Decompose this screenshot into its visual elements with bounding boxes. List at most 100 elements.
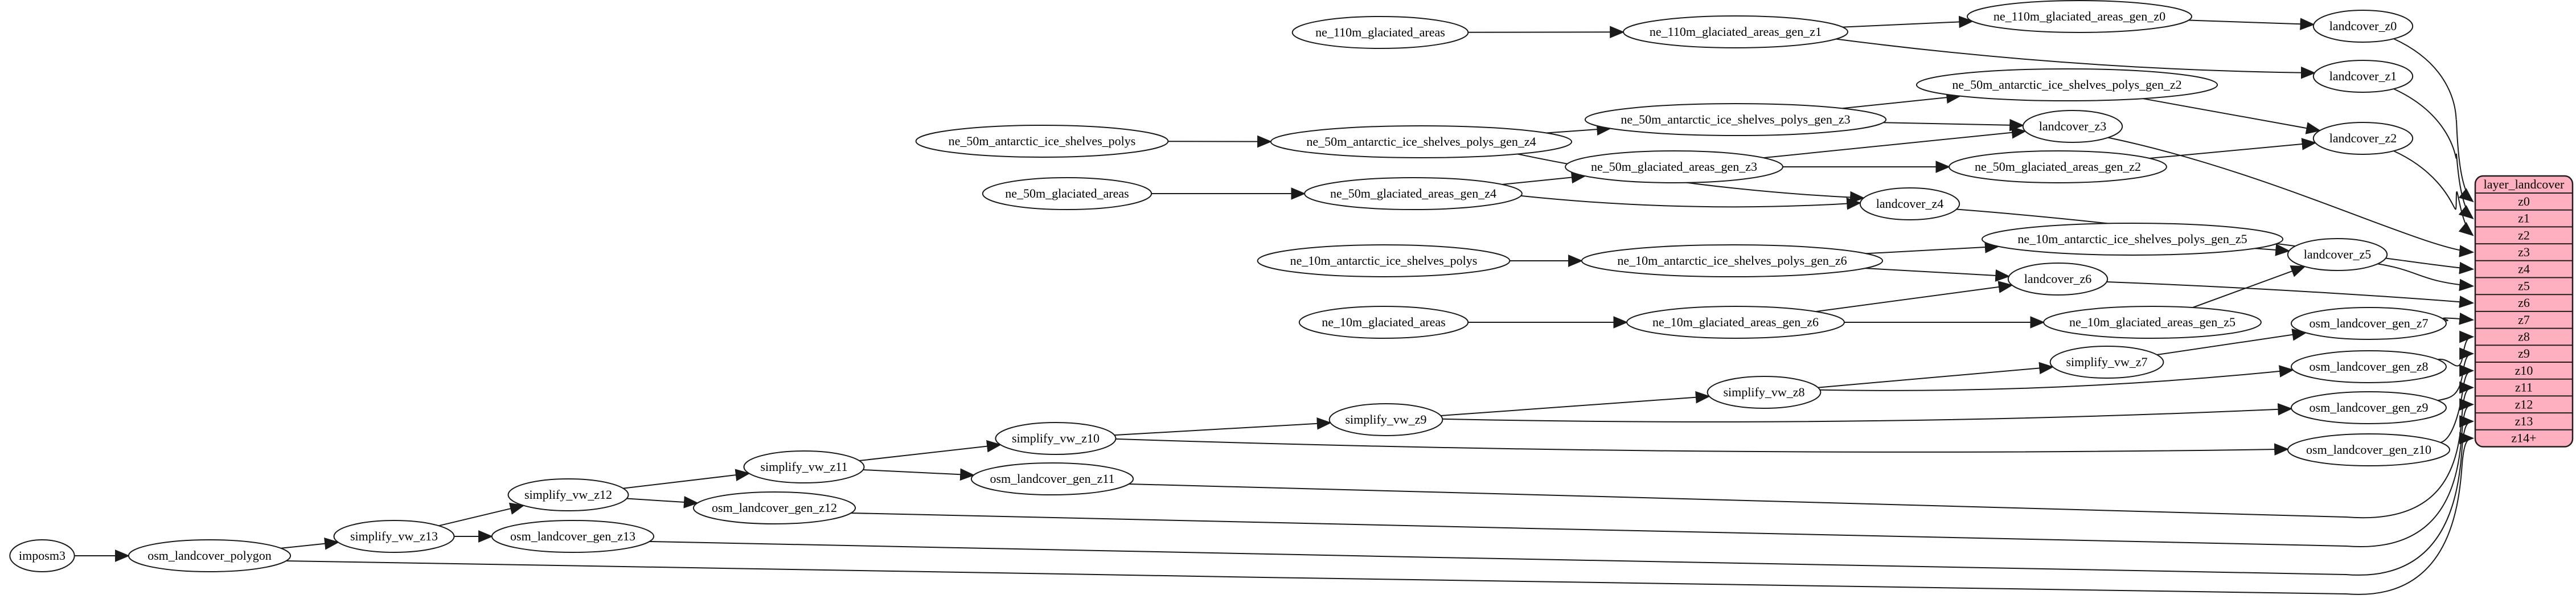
edge-simplify_vw_z10-to-osm_landcover_gen_z10	[1115, 438, 2290, 456]
graph-node-osm_landcover_gen_z13: osm_landcover_gen_z13	[491, 520, 655, 553]
node-label-simplify_vw_z12: simplify_vw_z12	[524, 487, 612, 502]
edge-ne_110m_glaciated_areas_gen_z0-to-landcover_z0	[2188, 18, 2315, 31]
node-label-osm_landcover_gen_z7: osm_landcover_gen_z7	[2310, 316, 2429, 330]
graph-node-osm_landcover_polygon: osm_landcover_polygon	[128, 539, 292, 572]
node-ellipse-osm_landcover_gen_z12	[692, 491, 856, 524]
node-label-ne_50m_antarctic_ice_shelves_polys_gen_z4: ne_50m_antarctic_ice_shelves_polys_gen_z…	[1306, 134, 1536, 149]
node-label-ne_10m_antarctic_ice_shelves_polys_gen_z6: ne_10m_antarctic_ice_shelves_polys_gen_z…	[1617, 253, 1847, 268]
node-ellipse-ne_10m_antarctic_ice_shelves_polys_gen_z5	[1981, 223, 2284, 256]
graph-node-simplify_vw_z7: simplify_vw_z7	[2049, 346, 2164, 379]
node-label-ne_10m_glaciated_areas: ne_10m_glaciated_areas	[1322, 315, 1445, 329]
graph-node-ne_50m_antarctic_ice_shelves_polys_gen_z3: ne_50m_antarctic_ice_shelves_polys_gen_z…	[1584, 103, 1887, 136]
graph-node-landcover_z3: landcover_z3	[2022, 110, 2123, 143]
edge-landcover_z6-to-z6	[2106, 281, 2475, 308]
table-row-z13: z13	[2515, 414, 2533, 428]
node-ellipse-simplify_vw_z7	[2049, 346, 2164, 379]
node-label-landcover_z0: landcover_z0	[2329, 19, 2397, 33]
node-label-ne_50m_antarctic_ice_shelves_polys: ne_50m_antarctic_ice_shelves_polys	[949, 134, 1136, 148]
node-label-landcover_z4: landcover_z4	[1876, 196, 1944, 211]
edge-ne_50m_glaciated_areas_gen_z3-to-landcover_z3	[1763, 126, 2027, 159]
graph-node-ne_50m_glaciated_areas_gen_z2: ne_50m_glaciated_areas_gen_z2	[1949, 150, 2167, 183]
node-label-ne_110m_glaciated_areas_gen_z1: ne_110m_glaciated_areas_gen_z1	[1650, 24, 1822, 39]
graph-node-ne_110m_glaciated_areas_gen_z0: ne_110m_glaciated_areas_gen_z0	[1967, 0, 2192, 33]
edge-simplify_vw_z7-to-osm_landcover_gen_z7	[2156, 329, 2307, 355]
node-ellipse-simplify_vw_z13	[333, 520, 455, 553]
node-ellipse-simplify_vw_z12	[507, 478, 629, 511]
node-ellipse-landcover_z3	[2022, 110, 2123, 143]
edge-landcover_z2-to-z2	[2393, 150, 2474, 236]
edge-ne_10m_glaciated_areas_gen_z6-to-landcover_z6	[1815, 281, 2013, 313]
edge-ne_50m_antarctic_ice_shelves_polys_gen_z2-to-landcover_z2	[2143, 98, 2321, 134]
edge-simplify_vw_z10-to-simplify_vw_z9	[1114, 417, 1332, 436]
edge-simplify_vw_z13-to-simplify_vw_z12	[438, 502, 525, 527]
graph-node-imposm3: imposm3	[9, 539, 75, 572]
node-ellipse-osm_landcover_gen_z8	[2291, 350, 2447, 383]
node-label-ne_10m_glaciated_areas_gen_z5: ne_10m_glaciated_areas_gen_z5	[2069, 315, 2235, 329]
table-row-z3: z3	[2518, 245, 2530, 259]
graph-node-ne_50m_antarctic_ice_shelves_polys_gen_z4: ne_50m_antarctic_ice_shelves_polys_gen_z…	[1270, 125, 1573, 158]
graph-node-landcover_z6: landcover_z6	[2007, 263, 2109, 296]
node-label-ne_50m_glaciated_areas_gen_z2: ne_50m_glaciated_areas_gen_z2	[1975, 159, 2141, 174]
node-ellipse-ne_110m_glaciated_areas_gen_z0	[1967, 0, 2192, 33]
node-label-ne_10m_glaciated_areas_gen_z6: ne_10m_glaciated_areas_gen_z6	[1652, 315, 1819, 329]
graph-node-ne_10m_antarctic_ice_shelves_polys_gen_z6: ne_10m_antarctic_ice_shelves_polys_gen_z…	[1581, 244, 1884, 277]
graph-node-ne_50m_glaciated_areas: ne_50m_glaciated_areas	[982, 177, 1152, 210]
table-row-z11: z11	[2515, 380, 2533, 395]
edge-landcover_z4-to-z4	[1956, 208, 2475, 274]
table-row-z5: z5	[2518, 278, 2530, 293]
node-ellipse-ne_50m_glaciated_areas_gen_z4	[1304, 177, 1523, 210]
node-label-ne_50m_glaciated_areas: ne_50m_glaciated_areas	[1005, 186, 1129, 200]
graph-node-ne_50m_glaciated_areas_gen_z4: ne_50m_glaciated_areas_gen_z4	[1304, 177, 1523, 210]
edge-landcover_z1-to-z1	[2393, 88, 2474, 219]
node-ellipse-osm_landcover_gen_z7	[2291, 307, 2447, 340]
graph-node-ne_10m_antarctic_ice_shelves_polys_gen_z5: ne_10m_antarctic_ice_shelves_polys_gen_z…	[1981, 223, 2284, 256]
node-label-simplify_vw_z11: simplify_vw_z11	[760, 460, 847, 474]
node-ellipse-ne_50m_glaciated_areas	[982, 177, 1152, 210]
edge-landcover_z0-to-z0	[2393, 38, 2474, 203]
edge-landcover_z5-to-z5	[2377, 263, 2475, 292]
graph-node-ne_10m_antarctic_ice_shelves_polys: ne_10m_antarctic_ice_shelves_polys	[1257, 244, 1511, 277]
edge-ne_50m_antarctic_ice_shelves_polys_gen_z3-to-landcover_z3	[1883, 118, 2025, 132]
node-ellipse-ne_50m_glaciated_areas_gen_z2	[1949, 150, 2167, 183]
node-label-simplify_vw_z7: simplify_vw_z7	[2066, 355, 2148, 369]
table-row-z8: z8	[2518, 329, 2530, 343]
node-label-ne_50m_antarctic_ice_shelves_polys_gen_z3: ne_50m_antarctic_ice_shelves_polys_gen_z…	[1621, 112, 1850, 126]
graph-node-simplify_vw_z13: simplify_vw_z13	[333, 520, 455, 553]
node-ellipse-ne_110m_glaciated_areas	[1291, 16, 1469, 49]
edge-osm_landcover_gen_z9-to-z9	[2438, 347, 2475, 401]
node-ellipse-osm_landcover_polygon	[128, 539, 292, 572]
graph-node-simplify_vw_z12: simplify_vw_z12	[507, 478, 629, 511]
node-ellipse-landcover_z4	[1859, 187, 1960, 220]
node-label-osm_landcover_gen_z12: osm_landcover_gen_z12	[712, 501, 837, 515]
node-label-ne_10m_antarctic_ice_shelves_polys: ne_10m_antarctic_ice_shelves_polys	[1290, 253, 1478, 268]
node-label-ne_50m_glaciated_areas_gen_z3: ne_50m_glaciated_areas_gen_z3	[1591, 159, 1757, 174]
graph-node-landcover_z0: landcover_z0	[2312, 10, 2414, 43]
node-ellipse-simplify_vw_z11	[743, 450, 865, 483]
graph-node-ne_50m_glaciated_areas_gen_z3: ne_50m_glaciated_areas_gen_z3	[1565, 150, 1783, 183]
table-row-z1: z1	[2518, 211, 2530, 225]
node-ellipse-simplify_vw_z9	[1328, 403, 1443, 436]
graph-node-osm_landcover_gen_z9: osm_landcover_gen_z9	[2291, 391, 2447, 424]
edge-ne_50m_glaciated_areas_gen_z4-to-ne_50m_glaciated_areas_gen_z3	[1502, 171, 1586, 185]
node-ellipse-landcover_z1	[2312, 60, 2414, 93]
node-label-ne_50m_antarctic_ice_shelves_polys_gen_z2: ne_50m_antarctic_ice_shelves_polys_gen_z…	[1952, 77, 2181, 92]
table-row-z12: z12	[2515, 397, 2533, 411]
graph-node-landcover_z5: landcover_z5	[2287, 238, 2388, 271]
node-label-ne_50m_glaciated_areas_gen_z4: ne_50m_glaciated_areas_gen_z4	[1330, 186, 1496, 200]
table-title: layer_landcover	[2484, 177, 2565, 191]
edge-landcover_z3-to-z3	[2108, 137, 2475, 257]
edge-ne_10m_antarctic_ice_shelves_polys_gen_z5-to-landcover_z5	[2255, 244, 2291, 256]
graph-node-osm_landcover_gen_z8: osm_landcover_gen_z8	[2291, 350, 2447, 383]
table-row-z14+: z14+	[2511, 431, 2536, 445]
node-ellipse-osm_landcover_gen_z13	[491, 520, 655, 553]
graph-node-ne_110m_glaciated_areas: ne_110m_glaciated_areas	[1291, 16, 1469, 49]
node-label-osm_landcover_gen_z11: osm_landcover_gen_z11	[990, 471, 1114, 486]
node-label-landcover_z1: landcover_z1	[2329, 69, 2397, 83]
graph-node-ne_10m_glaciated_areas_gen_z5: ne_10m_glaciated_areas_gen_z5	[2043, 306, 2262, 339]
table-row-z4: z4	[2518, 262, 2530, 276]
edge-simplify_vw_z11-to-osm_landcover_gen_z11	[863, 468, 975, 481]
graph-node-simplify_vw_z8: simplify_vw_z8	[1707, 376, 1822, 409]
node-label-simplify_vw_z9: simplify_vw_z9	[1346, 412, 1427, 427]
